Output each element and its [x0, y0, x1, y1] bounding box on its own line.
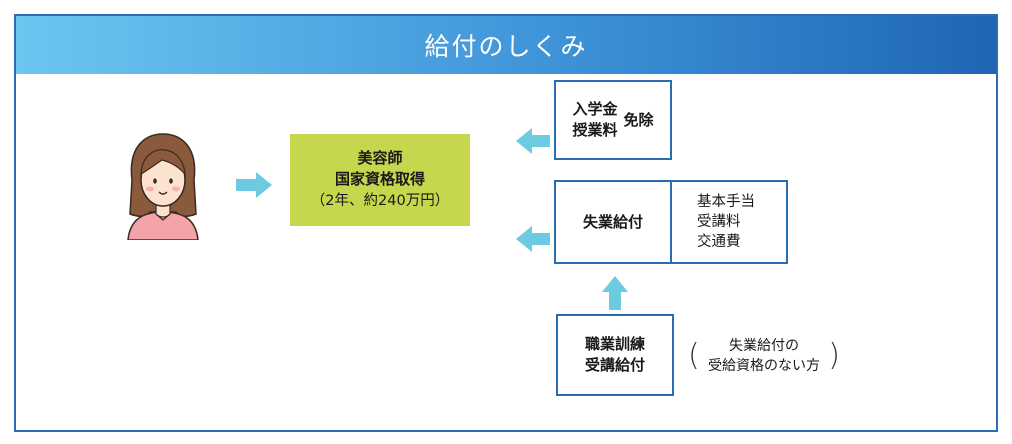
header-bar: 給付のしくみ: [16, 16, 996, 74]
arrow-up-icon: [602, 276, 628, 310]
exemption-label: 免除: [623, 110, 654, 129]
training-line1: 職業訓練: [584, 335, 645, 353]
paren-left: (: [688, 338, 700, 373]
benefit-detail-item: 受講料: [697, 214, 741, 230]
woman-avatar-icon: [127, 133, 199, 240]
goal-subtitle: 国家資格取得: [334, 170, 425, 188]
benefit-detail-item: 交通費: [697, 234, 741, 250]
goal-box: 美容師 国家資格取得 （2年、約240万円）: [290, 134, 470, 226]
arrow-left-icon: [516, 226, 550, 252]
exemption-tuition: 授業料: [572, 121, 618, 139]
exemption-entrance-fee: 入学金: [572, 100, 618, 118]
exemption-box: 入学金 授業料 免除: [554, 80, 672, 160]
benefit-details-box: 基本手当 受講料 交通費: [670, 180, 788, 264]
training-line2: 受講給付: [584, 356, 645, 374]
paren-right: ): [828, 338, 840, 373]
arrow-right-icon: [236, 172, 272, 198]
note-line2: 受給資格のない方: [708, 358, 820, 374]
eligibility-note: ( 失業給付の 受給資格のない方 ): [688, 334, 840, 378]
benefit-detail-item: 基本手当: [697, 194, 755, 210]
note-line1: 失業給付の: [729, 338, 799, 354]
page-title: 給付のしくみ: [424, 32, 588, 61]
unemployment-benefit-label: 失業給付: [582, 212, 643, 231]
training-benefit-box: 職業訓練 受講給付: [556, 314, 674, 396]
goal-title: 美容師: [357, 149, 403, 167]
arrow-left-icon: [516, 128, 550, 154]
goal-cost: （2年、約240万円）: [310, 193, 450, 209]
unemployment-benefit-box: 失業給付: [554, 180, 672, 264]
